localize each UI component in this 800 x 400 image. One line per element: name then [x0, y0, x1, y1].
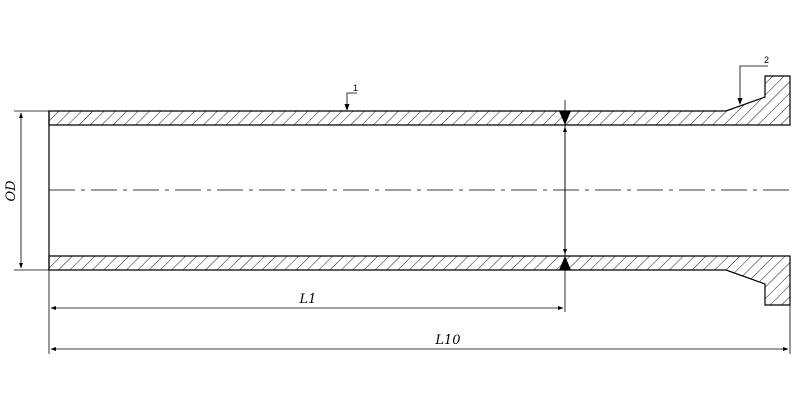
callout-2-leader — [739, 65, 768, 103]
l10-label: L10 — [434, 333, 460, 348]
callout-1-leader — [346, 92, 357, 109]
insertion-mark-top-triangle — [559, 111, 571, 125]
callout-2-label: 2 — [764, 55, 769, 65]
l1-label: L1 — [299, 292, 317, 307]
od-label: OD — [4, 180, 19, 202]
insertion-mark-bottom-triangle — [559, 256, 571, 270]
callout-1-label: 1 — [353, 83, 358, 93]
callout-1-arrowhead — [344, 104, 350, 111]
pipe-wall-top — [48, 75, 791, 126]
callout-2-arrowhead — [737, 98, 743, 105]
pipe-wall-bottom — [48, 255, 791, 306]
